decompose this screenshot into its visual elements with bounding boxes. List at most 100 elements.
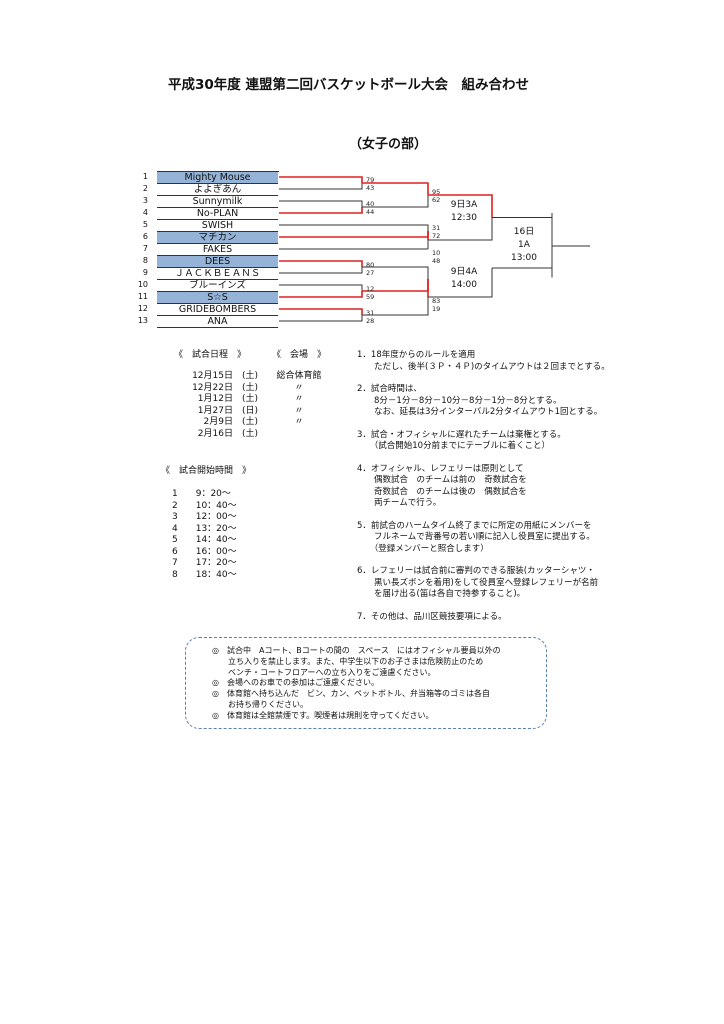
- schedule-date: 1月27日 (日): [197, 405, 258, 416]
- rule-item: 1．18年度からのルールを適用 ただし、後半(３Ｐ・４Ｐ)のタイムアウトは２回ま…: [357, 350, 610, 372]
- bracket-line: [428, 268, 493, 298]
- bracket-line: [279, 291, 363, 298]
- team-name: よよぎあん: [157, 184, 278, 196]
- notice-line: ◎ 体育館は全館禁煙です。喫煙者は規則を守ってください。: [212, 710, 434, 720]
- bracket-line: [279, 308, 363, 315]
- schedule-date: 1月12日 (土): [197, 394, 258, 404]
- start-time: 4 13：20～: [172, 523, 237, 534]
- schedule-venue: 〃: [294, 417, 304, 427]
- team-number: 12: [137, 304, 148, 313]
- notice-line: ◎ 体育館へ持ち込んだ ビン、カン、ペットボトル、弁当箱等のゴミは各自: [212, 689, 491, 699]
- bracket-line: [279, 315, 363, 322]
- rule-item: 5．前試合のハームタイム終了までに所定の用紙にメンバーを フルネームで背番号の若…: [357, 520, 595, 554]
- team-number: 1: [142, 172, 148, 181]
- bracket-line: [279, 284, 363, 291]
- team-number: 9: [142, 268, 148, 277]
- notice-box: ◎ 試合中 Aコート、Bコートの間の スペース にはオフィシャル要員以外の 立ち…: [185, 637, 547, 729]
- bracket-line: [279, 207, 363, 214]
- bracket-line: [362, 182, 429, 195]
- schedule-date: 12月15日 (土): [192, 371, 258, 381]
- schedule-venue: 〃: [294, 382, 304, 393]
- team-number: 10: [137, 280, 148, 289]
- venue-header: 《 会場 》: [272, 350, 327, 360]
- bracket-line: [279, 176, 363, 183]
- team-name: Mighty Mouse: [157, 172, 278, 184]
- rule-item: 6．レフェリーは試合前に審判のできる服装(カッターシャツ・ 黒い長ズボンを着用)…: [357, 566, 599, 599]
- schedule-header: 《 試合日程 》: [174, 350, 247, 360]
- schedule-date: 2月9日 (土): [203, 417, 258, 427]
- bracket-line: [279, 224, 429, 231]
- notice-line: お持ち帰りください。: [212, 699, 308, 709]
- page-title: 平成30年度 連盟第二回バスケットボール大会 組み合わせ: [168, 77, 529, 93]
- start-time: 8 18：40～: [172, 569, 237, 580]
- rule-item: 7．その他は、品川区競技要項による。: [357, 611, 507, 622]
- bracket-line: [279, 183, 363, 190]
- notice-list: ◎ 試合中 Aコート、Bコートの間の スペース にはオフィシャル要員以外の 立ち…: [212, 646, 501, 722]
- start-time: 5 14：40～: [172, 535, 237, 545]
- venue-list: 総合体育館〃〃〃〃: [270, 371, 328, 429]
- team-name: SWISH: [157, 220, 278, 232]
- team-name: GRIDEBOMBERS: [157, 304, 278, 316]
- team-name: S☆S: [157, 292, 278, 304]
- start-time: 3 12：00～: [172, 512, 237, 522]
- team-number: 5: [142, 220, 148, 229]
- team-name: Sunnymilk: [157, 196, 278, 208]
- team-name: FAKES: [157, 244, 278, 256]
- team-name: DEES: [157, 256, 278, 268]
- schedule-venue: 総合体育館: [276, 371, 322, 381]
- rules-list: 1．18年度からのルールを適用 ただし、後半(３Ｐ・４Ｐ)のタイムアウトは２回ま…: [357, 350, 610, 634]
- bracket-line: [428, 217, 493, 241]
- team-name: マチカン: [157, 232, 278, 244]
- schedule-venue: 〃: [294, 394, 304, 404]
- notice-line: ◎ 会場へのお車での参加はご遠慮ください。: [212, 678, 379, 688]
- team-name: ANA: [157, 316, 278, 328]
- team-number: 8: [142, 256, 148, 265]
- date-list: 12月15日 (土)12月22日 (土)1月12日 (土)1月27日 (日)2月…: [174, 371, 258, 440]
- rule-item: 2．試合時間は、 8分－1分－8分－10分－8分－1分－8分とする。 なお、延長…: [357, 384, 603, 417]
- team-number: 4: [142, 208, 148, 217]
- schedule-venue: 〃: [294, 405, 304, 416]
- division-heading: （女子の部）: [349, 137, 428, 152]
- schedule-date: 12月22日 (土): [192, 382, 258, 393]
- bracket-line: [362, 266, 429, 279]
- rule-item: 4．オフィシャル、レフェリーは原則として 偶数試合 のチームは前の 奇数試合を …: [357, 463, 527, 509]
- bracket-line: [492, 213, 553, 218]
- tournament-bracket: [279, 176, 590, 322]
- team-name: ブルーインズ: [157, 280, 278, 292]
- team-number: 7: [142, 244, 148, 253]
- bracket-line: [279, 231, 429, 238]
- bracket-line: [362, 297, 429, 316]
- bracket-line: [428, 194, 493, 218]
- bracket-line: [362, 195, 429, 208]
- start-time: 7 17：20～: [172, 558, 237, 568]
- team-number: 13: [137, 316, 148, 325]
- start-time: 1 9：20～: [172, 489, 231, 499]
- bracket-line: [279, 260, 363, 267]
- start-time: 2 10：40～: [172, 500, 237, 511]
- start-time: 6 16：00～: [172, 546, 237, 557]
- rule-item: 3．試合・オフィシャルに遅れたチームは棄権とする。 （試合開始10分前までにテー…: [357, 429, 566, 452]
- notice-line: ◎ 試合中 Aコート、Bコートの間の スペース にはオフィシャル要員以外の: [212, 646, 501, 655]
- team-name: No-PLAN: [157, 208, 278, 220]
- bracket-line: [279, 200, 363, 207]
- notice-line: ベンチ・コートフロアーへの立ち入りをご遠慮ください。: [212, 667, 436, 677]
- schedule-date: 2月16日 (土): [197, 428, 258, 439]
- team-name: ＪＡＣＫＢＥＡＮＳ: [157, 268, 278, 280]
- start-times-list: 1 9：20～2 10：40～3 12：00～4 13：20～5 14：40～6…: [172, 489, 237, 581]
- bracket-line: [279, 267, 363, 274]
- team-number: 2: [142, 184, 148, 193]
- start-times-header: 《 試合開始時間 》: [161, 466, 252, 476]
